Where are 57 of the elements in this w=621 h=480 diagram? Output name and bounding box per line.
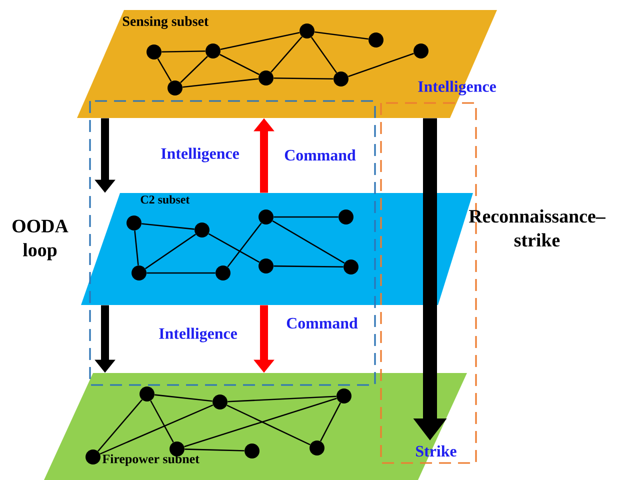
link-line	[157, 58, 172, 82]
link-line	[184, 448, 244, 452]
link-line	[228, 396, 336, 402]
network-dot	[336, 388, 352, 404]
network-dot	[86, 450, 100, 464]
network-dot	[334, 72, 348, 86]
link-line	[274, 77, 334, 80]
link-line	[314, 31, 368, 40]
network-dot	[368, 32, 384, 48]
link-line	[154, 394, 212, 402]
edge-label: Command	[286, 317, 358, 329]
link-line	[272, 220, 345, 264]
link-line	[227, 222, 262, 268]
link-line	[320, 402, 342, 442]
network-dot	[414, 44, 428, 58]
network-dot	[338, 210, 354, 224]
link-line	[162, 50, 206, 53]
edge-label: Intelligence	[161, 148, 239, 162]
link-line	[220, 32, 300, 50]
link-line	[348, 52, 414, 78]
network-dot	[170, 442, 184, 456]
network-dot	[344, 260, 358, 274]
edge-label: Intelligence	[159, 328, 237, 342]
link-line	[100, 404, 214, 455]
network-dot	[258, 210, 274, 224]
network-dot	[146, 44, 162, 60]
edge-label: Command	[284, 149, 356, 161]
link-line	[146, 272, 216, 274]
network-dot	[140, 386, 154, 402]
link-line	[134, 230, 139, 266]
network-dot	[300, 24, 314, 38]
network-dot	[126, 216, 142, 230]
link-line	[98, 399, 142, 452]
network-dot	[244, 444, 260, 458]
network-dot	[310, 440, 324, 456]
link-line	[145, 234, 196, 270]
link-line	[310, 36, 338, 74]
network-dot	[132, 266, 146, 280]
link-line	[182, 78, 258, 88]
loop-label: OODA loop	[12, 220, 68, 260]
link-line	[274, 265, 344, 268]
network-dot	[258, 258, 274, 274]
network-dot	[212, 394, 228, 410]
network-dot	[216, 266, 230, 280]
link-line	[180, 56, 208, 84]
network-dot	[194, 222, 210, 238]
link-line	[208, 233, 260, 263]
link-line	[184, 398, 337, 448]
network-dot	[258, 70, 274, 86]
network-dot	[168, 80, 182, 96]
link-line	[142, 223, 194, 230]
link-line	[220, 54, 260, 76]
link-line	[150, 400, 174, 443]
network-dot	[206, 44, 220, 58]
link-line	[270, 36, 302, 73]
link-line	[274, 216, 338, 218]
link-line	[226, 404, 310, 446]
